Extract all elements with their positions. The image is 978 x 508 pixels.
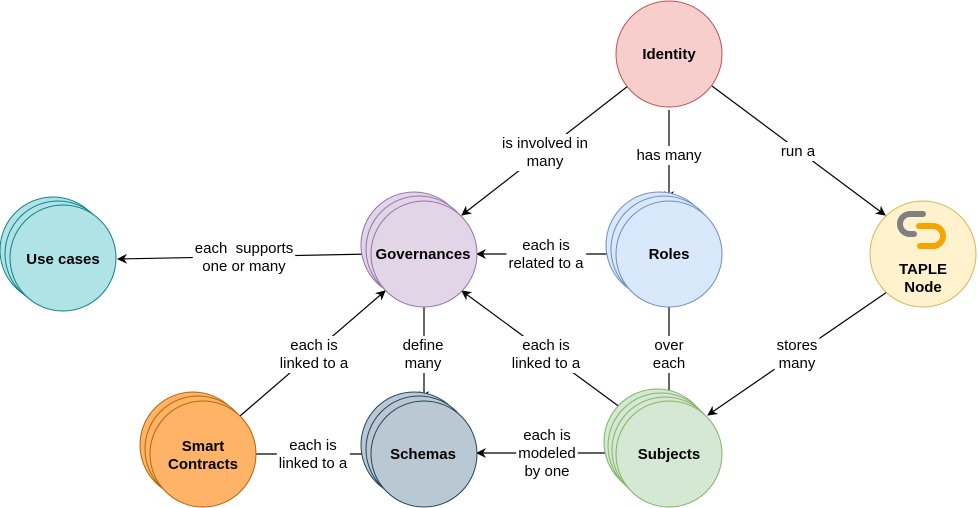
roles-label: Roles [649, 246, 690, 263]
identity-circle [615, 0, 723, 108]
use-cases-circle [9, 204, 117, 312]
node-subjects [603, 388, 723, 508]
edge-label-background [192, 239, 296, 276]
edge-label-line: many [405, 355, 442, 372]
node-label-line: Smart [182, 438, 225, 455]
node-roles [605, 191, 723, 308]
edge-label-line: linked to a [512, 355, 581, 372]
taple-circle [869, 200, 977, 308]
edge-label-line: related to a [508, 255, 584, 272]
node-label-line: Node [904, 279, 942, 296]
node-governances [360, 191, 478, 308]
edge-label-line: has many [636, 147, 702, 164]
subjects-label: Subjects [638, 446, 701, 463]
edge-label-background [500, 134, 590, 171]
edge-label-identity-taple: run a [778, 142, 818, 161]
edge-label-line: each is [289, 437, 337, 454]
node-label-line: TAPLE [899, 261, 947, 278]
edge-label-line: each [653, 355, 686, 372]
node-label-line: Contracts [168, 456, 238, 473]
node-label-line: Roles [649, 246, 690, 263]
governances-circle [370, 200, 478, 308]
edge-label-background [400, 336, 446, 373]
edge-label-line: linked to a [280, 355, 349, 372]
node-label-line: Identity [642, 46, 696, 63]
edge-label-line: modeled [518, 445, 576, 462]
node-label-line: Subjects [638, 446, 701, 463]
edge-label-line: define [403, 337, 444, 354]
edge-label-line: stores [777, 337, 818, 354]
edge-label-line: each is [522, 337, 570, 354]
taple-logo-icon [897, 211, 946, 249]
schemas-label: Schemas [390, 446, 456, 463]
edge-label-background [650, 336, 688, 373]
edge-label-line: by one [524, 463, 569, 480]
identity-label: Identity [642, 46, 696, 63]
node-label-line: Schemas [390, 446, 456, 463]
governances-label: Governances [375, 246, 470, 263]
edge-label-line: over [654, 337, 683, 354]
edge-label-text: run a [781, 143, 816, 160]
edge-label-background [634, 146, 705, 165]
edge-label-line: each is [523, 427, 571, 444]
edge-label-background [516, 426, 578, 481]
node-use-cases [0, 196, 117, 312]
edge-label-identity-roles: has many [634, 146, 705, 165]
node-identity [615, 0, 723, 108]
subjects-circle [615, 400, 723, 508]
edge-label-line: many [527, 153, 564, 170]
node-label-line: Governances [375, 246, 470, 263]
taple-logo-orange-stroke [916, 223, 946, 249]
edge-label-background [277, 336, 351, 373]
edge-label-line: one or many [202, 258, 286, 275]
edge-label-background [276, 436, 350, 473]
roles-circle [615, 200, 723, 308]
edge-label-line: many [779, 355, 816, 372]
node-taple [869, 200, 977, 308]
edge-label-line: each is [522, 237, 570, 254]
edge-label-line: is involved in [502, 135, 588, 152]
edge-label-background [774, 336, 820, 373]
edge-label-background [778, 142, 818, 161]
edge-label-line: linked to a [279, 455, 348, 472]
node-smart-contracts [139, 391, 257, 508]
edge-label-background [509, 336, 583, 373]
schemas-circle [370, 400, 478, 508]
edge-label-text: has many [636, 147, 702, 164]
edge-label-line: each is [290, 337, 338, 354]
taple-logo-gray-stroke [897, 211, 926, 237]
edge-label-line: each supports [195, 240, 293, 257]
smart-contracts-circle [149, 400, 257, 508]
node-label-line: Use cases [26, 251, 99, 268]
use-cases-label: Use cases [26, 251, 99, 268]
edge-label-background [506, 236, 587, 273]
edge-label-line: run a [781, 143, 816, 160]
node-schemas [360, 391, 478, 508]
